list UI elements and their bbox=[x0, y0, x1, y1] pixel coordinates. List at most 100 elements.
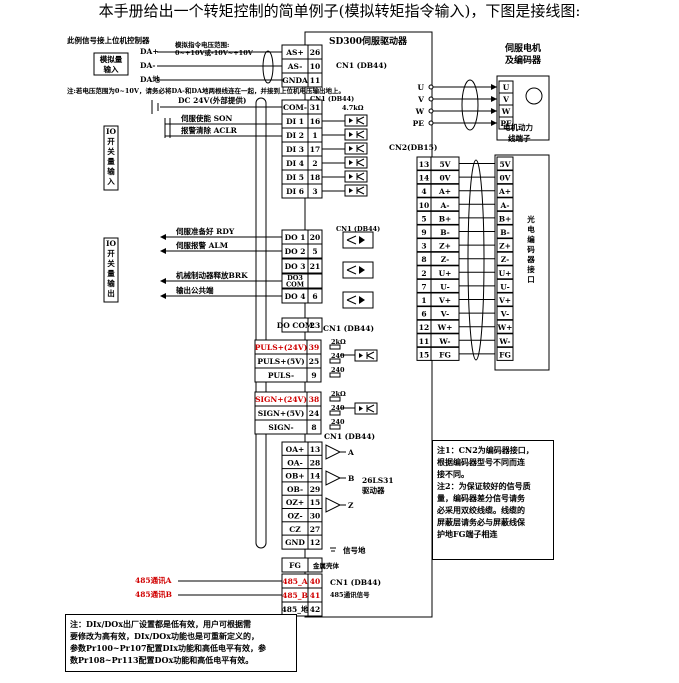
pin-name: DI 2 bbox=[286, 131, 304, 140]
cn1-label: CN1 (DB44) bbox=[310, 95, 354, 103]
encoder-terminal-cell bbox=[496, 238, 514, 253]
pin-name: DO 1 bbox=[285, 233, 306, 242]
pin-number: 26 bbox=[310, 48, 320, 57]
pin-number-cell bbox=[307, 317, 323, 333]
cn2-pin-number: 8 bbox=[421, 255, 426, 264]
resistor-icon bbox=[329, 358, 341, 364]
encoder-port-char: 口 bbox=[527, 275, 535, 284]
motor-icon bbox=[525, 87, 543, 105]
motor-terminal-label: W bbox=[501, 107, 511, 116]
pin-number: 21 bbox=[310, 262, 320, 271]
transistor-icon bbox=[366, 408, 375, 413]
cn2-pin-name: 5V bbox=[439, 160, 450, 169]
rs485-wire-label: 485通讯A bbox=[135, 575, 172, 585]
pin-name: GNDA bbox=[282, 76, 308, 85]
pin-name: COM bbox=[286, 281, 304, 289]
cn2-pin-name: W+ bbox=[437, 323, 453, 332]
io-input-box-char: 开 bbox=[107, 137, 115, 146]
transistor-icon bbox=[356, 172, 365, 177]
di-signal-label: 伺服使能 SON bbox=[180, 113, 233, 123]
cn2-pin-name: A+ bbox=[438, 187, 451, 196]
pin-number: 16 bbox=[310, 117, 320, 126]
cn1-label: CN1 (DB44) bbox=[336, 61, 387, 70]
cn2-pin-number: 6 bbox=[421, 310, 426, 319]
encoder-channel-letter: B bbox=[348, 474, 354, 483]
cn2-pin-number: 14 bbox=[419, 174, 429, 183]
transistor-icon bbox=[356, 116, 365, 121]
pin-name: DI 6 bbox=[286, 187, 304, 196]
cable-bundle-icon bbox=[461, 79, 479, 131]
led-icon bbox=[349, 160, 353, 165]
analog-range-line: 模拟指令电压范围: bbox=[175, 40, 229, 49]
resistor-value: 240 bbox=[331, 404, 345, 412]
io-output-box-char: 输 bbox=[107, 278, 115, 288]
pin-name: SIGN+(5V) bbox=[258, 409, 305, 418]
rs485-wire-label: 485通讯B bbox=[135, 589, 172, 599]
output-transistor-icon bbox=[342, 231, 374, 249]
resistor-icon bbox=[329, 396, 341, 402]
cn2-pin-number: 11 bbox=[419, 337, 429, 346]
pin-number-cell bbox=[307, 258, 323, 274]
pin-name: SIGN- bbox=[268, 423, 293, 432]
transistor-icon bbox=[366, 404, 375, 409]
cn2-pin-name: FG bbox=[439, 350, 451, 359]
note-line: 屏蔽层请务必与屏蔽线保 bbox=[437, 517, 525, 527]
resistor-icon bbox=[329, 372, 341, 378]
motor-terminal-label: PE bbox=[500, 119, 512, 128]
encoder-terminal-cell bbox=[496, 224, 514, 239]
cn2-pin-number: 4 bbox=[421, 187, 426, 196]
diode-icon bbox=[359, 266, 365, 274]
analog-wire-label: DA地 bbox=[140, 74, 160, 84]
note-line: 要修改为高有效，DIx/DOx功能也是可重新定义的， bbox=[70, 631, 260, 641]
cn2-pin-number: 9 bbox=[421, 228, 426, 237]
encoder-terminal-label: U- bbox=[500, 282, 510, 291]
encoder-channel-letter: A bbox=[347, 448, 354, 457]
page-title: 本手册给出一个转矩控制的简单例子(模拟转矩指令输入)，下图是接线图: bbox=[98, 2, 581, 20]
pin-number-cell bbox=[307, 243, 323, 259]
pin-number: 10 bbox=[310, 62, 320, 71]
led-icon bbox=[349, 132, 353, 137]
pin-number-cell bbox=[307, 557, 323, 573]
arrow-right-icon bbox=[491, 84, 497, 90]
cn2-pin-number: 1 bbox=[421, 296, 426, 305]
encoder-terminal-label: 5V bbox=[499, 160, 510, 169]
pin-number: 40 bbox=[310, 577, 320, 586]
pin-number: 28 bbox=[310, 458, 320, 467]
analog-input-box bbox=[93, 52, 129, 76]
encoder-terminal-label: U+ bbox=[499, 269, 512, 278]
pin-number: 24 bbox=[309, 409, 319, 418]
transistor-icon bbox=[346, 269, 357, 275]
pin-number: 15 bbox=[310, 498, 320, 507]
encoder-terminal-label: W+ bbox=[497, 323, 513, 332]
pin-name: 485_B bbox=[282, 591, 308, 600]
transistor-icon bbox=[346, 235, 357, 241]
analog-note: 注:若电压范围为0~10V，请务必将DA-和DA地两根线连在一起，并接到上位机电… bbox=[67, 86, 345, 95]
pin-name: PULS+(24V) bbox=[255, 343, 308, 352]
pin-name: PULS+(5V) bbox=[257, 357, 304, 366]
encoder-port-char: 器 bbox=[526, 255, 535, 264]
encoder-terminal-cell bbox=[496, 292, 514, 307]
do-signal-label: 伺服报警 ALM bbox=[175, 240, 228, 250]
arrow-right-icon bbox=[491, 96, 497, 102]
cn1-label: CN1 (DB44) bbox=[323, 324, 374, 333]
encoder-terminal-label: A+ bbox=[498, 187, 511, 196]
io-output-box-char: 出 bbox=[107, 288, 115, 298]
cn2-pin-name: V+ bbox=[438, 296, 451, 305]
shield-loop-icon bbox=[255, 97, 267, 549]
pin-number-cell bbox=[307, 273, 323, 289]
analog-wire-label: DA- bbox=[140, 61, 155, 70]
cn2-pin-number: 7 bbox=[421, 282, 426, 291]
analog-wire-label: DA+ bbox=[140, 47, 159, 56]
pin-name: OA+ bbox=[286, 445, 305, 454]
cn2-pin-number: 13 bbox=[419, 160, 429, 169]
cn2-pin-number: 10 bbox=[419, 201, 429, 210]
io-output-box-char: 量 bbox=[107, 268, 115, 278]
encoder-port-char: 光 bbox=[526, 214, 535, 224]
led-icon bbox=[349, 188, 353, 193]
cn1-label: CN1 (DB44) bbox=[324, 432, 375, 441]
motor-power-terminal-label: 电机动力 bbox=[503, 122, 533, 132]
arrow-right-icon bbox=[491, 120, 497, 126]
do-signal-label: 输出公共端 bbox=[176, 285, 214, 295]
note-line: 根据编码器型号不同而连 bbox=[437, 457, 525, 467]
led-icon bbox=[349, 146, 353, 151]
